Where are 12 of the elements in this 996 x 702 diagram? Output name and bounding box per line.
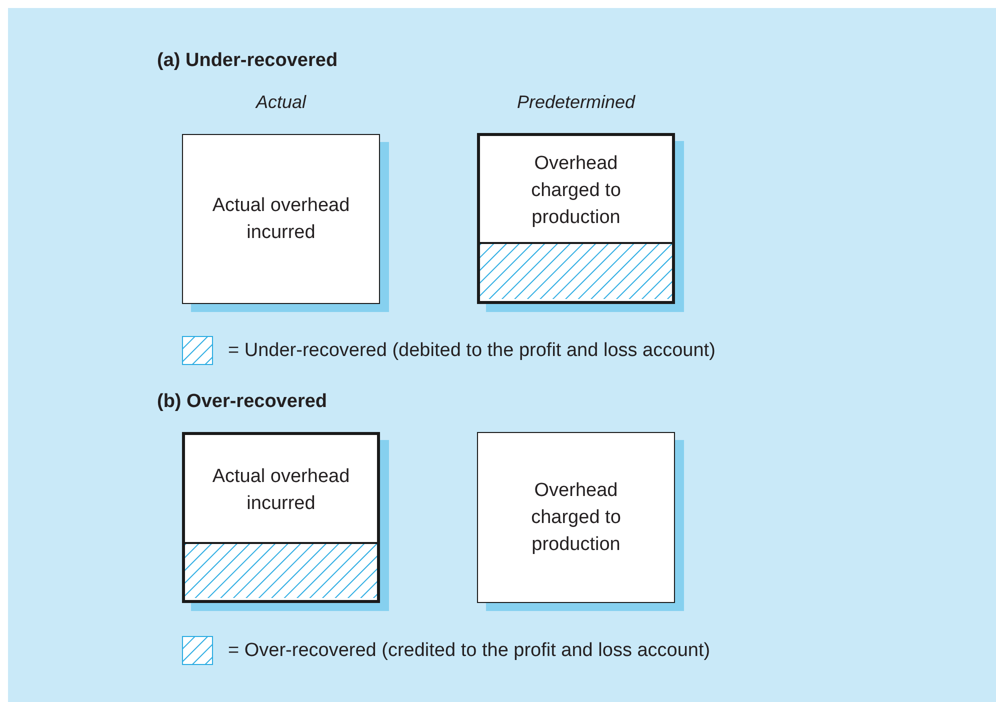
section-heading: (b) Over-recovered xyxy=(157,391,328,413)
column-heading: Predetermined xyxy=(516,92,636,113)
hatched-area xyxy=(185,542,377,600)
legend-text: = Under-recovered (debited to the profit and loss account) xyxy=(228,340,716,362)
hatched-area xyxy=(480,242,672,301)
column-heading: Actual xyxy=(256,92,306,113)
legend-text: = Over-recovered (credited to the profit and loss account) xyxy=(228,640,710,662)
box-text: Actual overhead incurred xyxy=(211,194,351,245)
box-text: Overhead charged to production xyxy=(530,152,622,230)
box-text: Overhead charged to production xyxy=(530,479,622,557)
section-heading: (a) Under-recovered xyxy=(157,50,338,72)
box-text: Actual overhead incurred xyxy=(211,464,351,516)
